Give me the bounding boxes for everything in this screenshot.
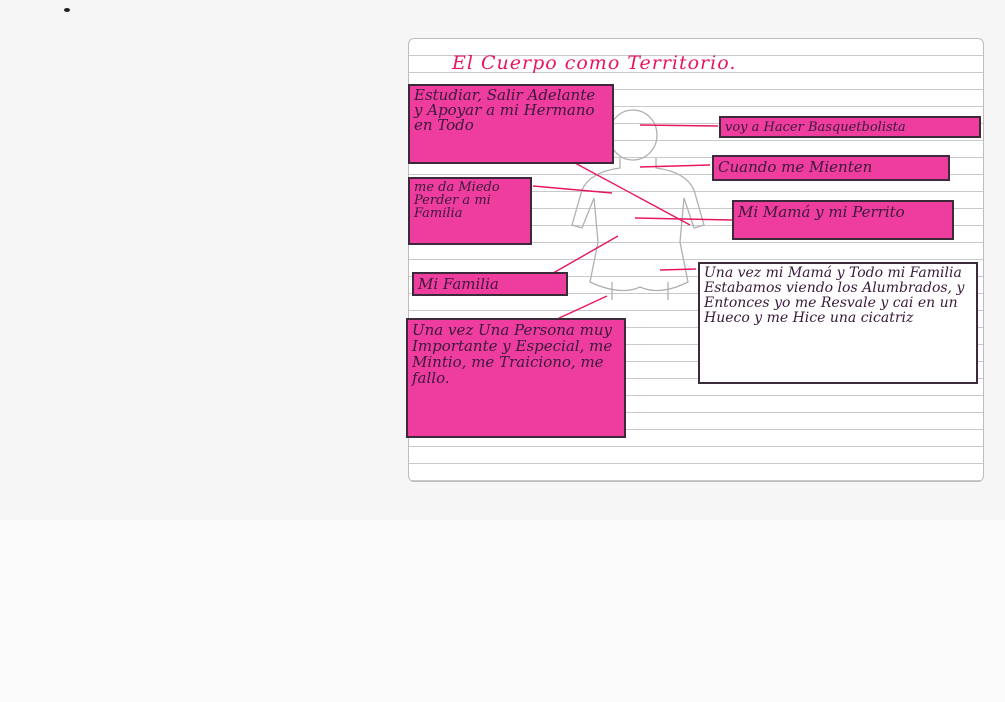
- note-mama-perrito: Mi Mamá y mi Perrito: [732, 200, 954, 240]
- note-estudiar: Estudiar, Salir Adelante y Apoyar a mi H…: [408, 84, 614, 164]
- note-mi-familia: Mi Familia: [412, 272, 568, 296]
- note-basquet: voy a Hacer Basquetbolista: [719, 116, 981, 138]
- note-cicatriz: Una vez mi Mamá y Todo mi Familia Estaba…: [698, 262, 978, 384]
- pointer-lines: [532, 124, 733, 321]
- scan-margin: [0, 520, 1005, 702]
- note-traicion: Una vez Una Persona muy Importante y Esp…: [406, 318, 626, 438]
- note-mienten: Cuando me Mienten: [712, 155, 950, 181]
- note-miedo: me da Miedo Perder a mi Familia: [408, 177, 532, 245]
- ink-speck: [64, 8, 70, 12]
- page-title: El Cuerpo como Territorio.: [452, 52, 737, 74]
